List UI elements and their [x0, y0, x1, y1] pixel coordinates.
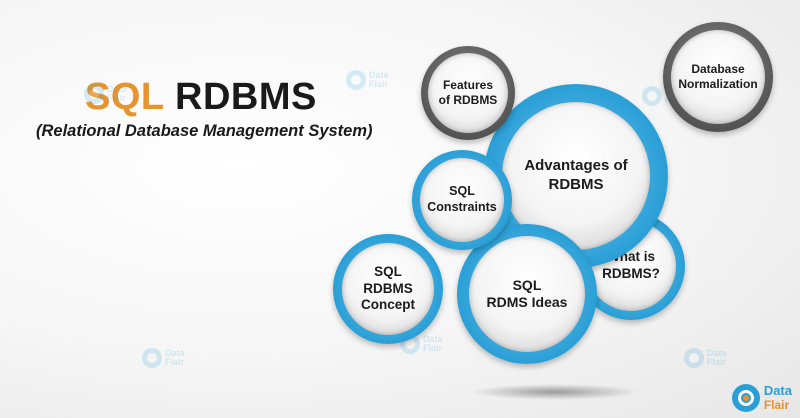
bubble-sql-rdms-ideas: SQL RDMS Ideas — [457, 224, 597, 364]
floor-shadow — [470, 384, 640, 400]
bubble-label: Features of RDBMS — [438, 78, 498, 107]
watermark-icon — [684, 348, 704, 368]
page-title: SQL RDBMS — [85, 76, 317, 119]
watermark-icon — [84, 84, 104, 104]
bubble-database-normalization: Database Normalization — [663, 22, 773, 132]
bubble-label: SQL Constraints — [427, 184, 497, 214]
page-subtitle: (Relational Database Management System) — [36, 122, 373, 140]
title-main: RDBMS — [175, 76, 317, 118]
watermark-icon — [346, 70, 366, 90]
bubble-label: Advantages of RDBMS — [524, 157, 628, 193]
watermark-icon — [142, 348, 162, 368]
title-accent: SQL — [85, 76, 164, 118]
bubble-sql-constraints: SQL Constraints — [412, 150, 512, 250]
bubble-label: SQL RDBMS Concept — [361, 263, 415, 313]
bubble-sql-rdbms-concept: SQL RDBMS Concept — [333, 234, 443, 344]
bubble-features-of-rdbms: Features of RDBMS — [421, 46, 515, 140]
bubble-label: Database Normalization — [678, 62, 758, 91]
dataflair-logo-icon — [731, 384, 760, 412]
watermark-icon — [642, 86, 662, 106]
bubble-label: SQL RDMS Ideas — [486, 276, 568, 311]
